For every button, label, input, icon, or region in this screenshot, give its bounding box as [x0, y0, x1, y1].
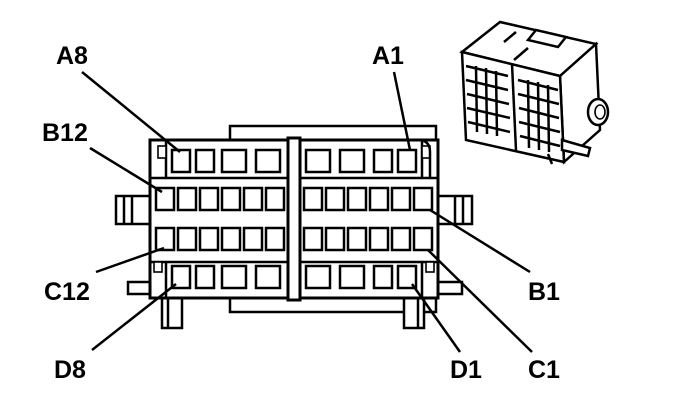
cavity-d8	[170, 264, 192, 290]
connector-face	[114, 124, 474, 330]
cavity-c1	[412, 226, 434, 252]
label-d8: D8	[54, 356, 86, 384]
row-c	[154, 226, 434, 252]
cavity-c5	[324, 226, 346, 252]
label-c12: C12	[44, 278, 90, 306]
row-a	[170, 148, 418, 174]
cavity-b11	[176, 186, 198, 212]
cavity-b8	[242, 186, 264, 212]
iso-cavities-right	[517, 78, 561, 153]
label-b1: B1	[528, 278, 560, 306]
cavity-a2	[372, 148, 394, 174]
cavity-c11	[176, 226, 198, 252]
cavity-b12	[154, 186, 176, 212]
cavity-b4	[346, 186, 368, 212]
cavity-c10	[198, 226, 220, 252]
label-b12: B12	[42, 119, 88, 147]
cavity-d7	[194, 264, 216, 290]
cavity-b6	[302, 186, 324, 212]
iso-cavities-left	[465, 64, 511, 137]
left-ear	[114, 194, 152, 226]
cavity-b10	[198, 186, 220, 212]
cavity-b7	[264, 186, 286, 212]
leader-a1	[392, 71, 412, 151]
right-ear	[436, 194, 474, 226]
cavity-b1	[412, 186, 434, 212]
cavity-a7	[194, 148, 216, 174]
row-d	[170, 264, 418, 290]
cavity-b2	[390, 186, 412, 212]
cavity-b3	[368, 186, 390, 212]
cavity-d2	[372, 264, 394, 290]
center-divider	[286, 136, 302, 302]
row-b	[154, 186, 434, 212]
cavity-a6	[220, 148, 248, 174]
label-a1: A1	[372, 42, 404, 70]
right-foot	[402, 294, 426, 330]
leader-a8	[81, 71, 181, 153]
cavity-d3	[338, 264, 366, 290]
cavity-c7	[264, 226, 286, 252]
cavity-a3	[338, 148, 366, 174]
cavity-b5	[324, 186, 346, 212]
cavity-c2	[390, 226, 412, 252]
cavity-d5	[254, 264, 282, 290]
cavity-b9	[220, 186, 242, 212]
cavity-a4	[304, 148, 332, 174]
connector-isometric-icon	[459, 20, 610, 165]
leader-b12	[89, 146, 163, 194]
cavity-a1	[396, 148, 418, 174]
leader-lines	[81, 71, 533, 353]
leader-b1	[429, 208, 531, 274]
leader-d8	[91, 283, 177, 351]
leader-c1	[427, 249, 533, 353]
left-foot	[160, 294, 184, 330]
label-d1: D1	[450, 356, 482, 384]
cavity-c3	[368, 226, 390, 252]
cavity-c8	[242, 226, 264, 252]
label-c1: C1	[528, 356, 560, 384]
label-a8: A8	[56, 42, 88, 70]
cavity-d6	[220, 264, 248, 290]
cavity-c9	[220, 226, 242, 252]
cavity-a8	[170, 148, 192, 174]
leader-c12	[95, 246, 165, 274]
cavity-d1	[396, 264, 418, 290]
pin-labels: A8 A1 B12 B1 C12 C1 D8 D1	[42, 42, 560, 384]
cavity-c12	[154, 226, 176, 252]
cavity-c6	[302, 226, 324, 252]
cavity-a5	[254, 148, 282, 174]
cavity-d4	[304, 264, 332, 290]
leader-d1	[410, 283, 462, 353]
cavity-c4	[346, 226, 368, 252]
